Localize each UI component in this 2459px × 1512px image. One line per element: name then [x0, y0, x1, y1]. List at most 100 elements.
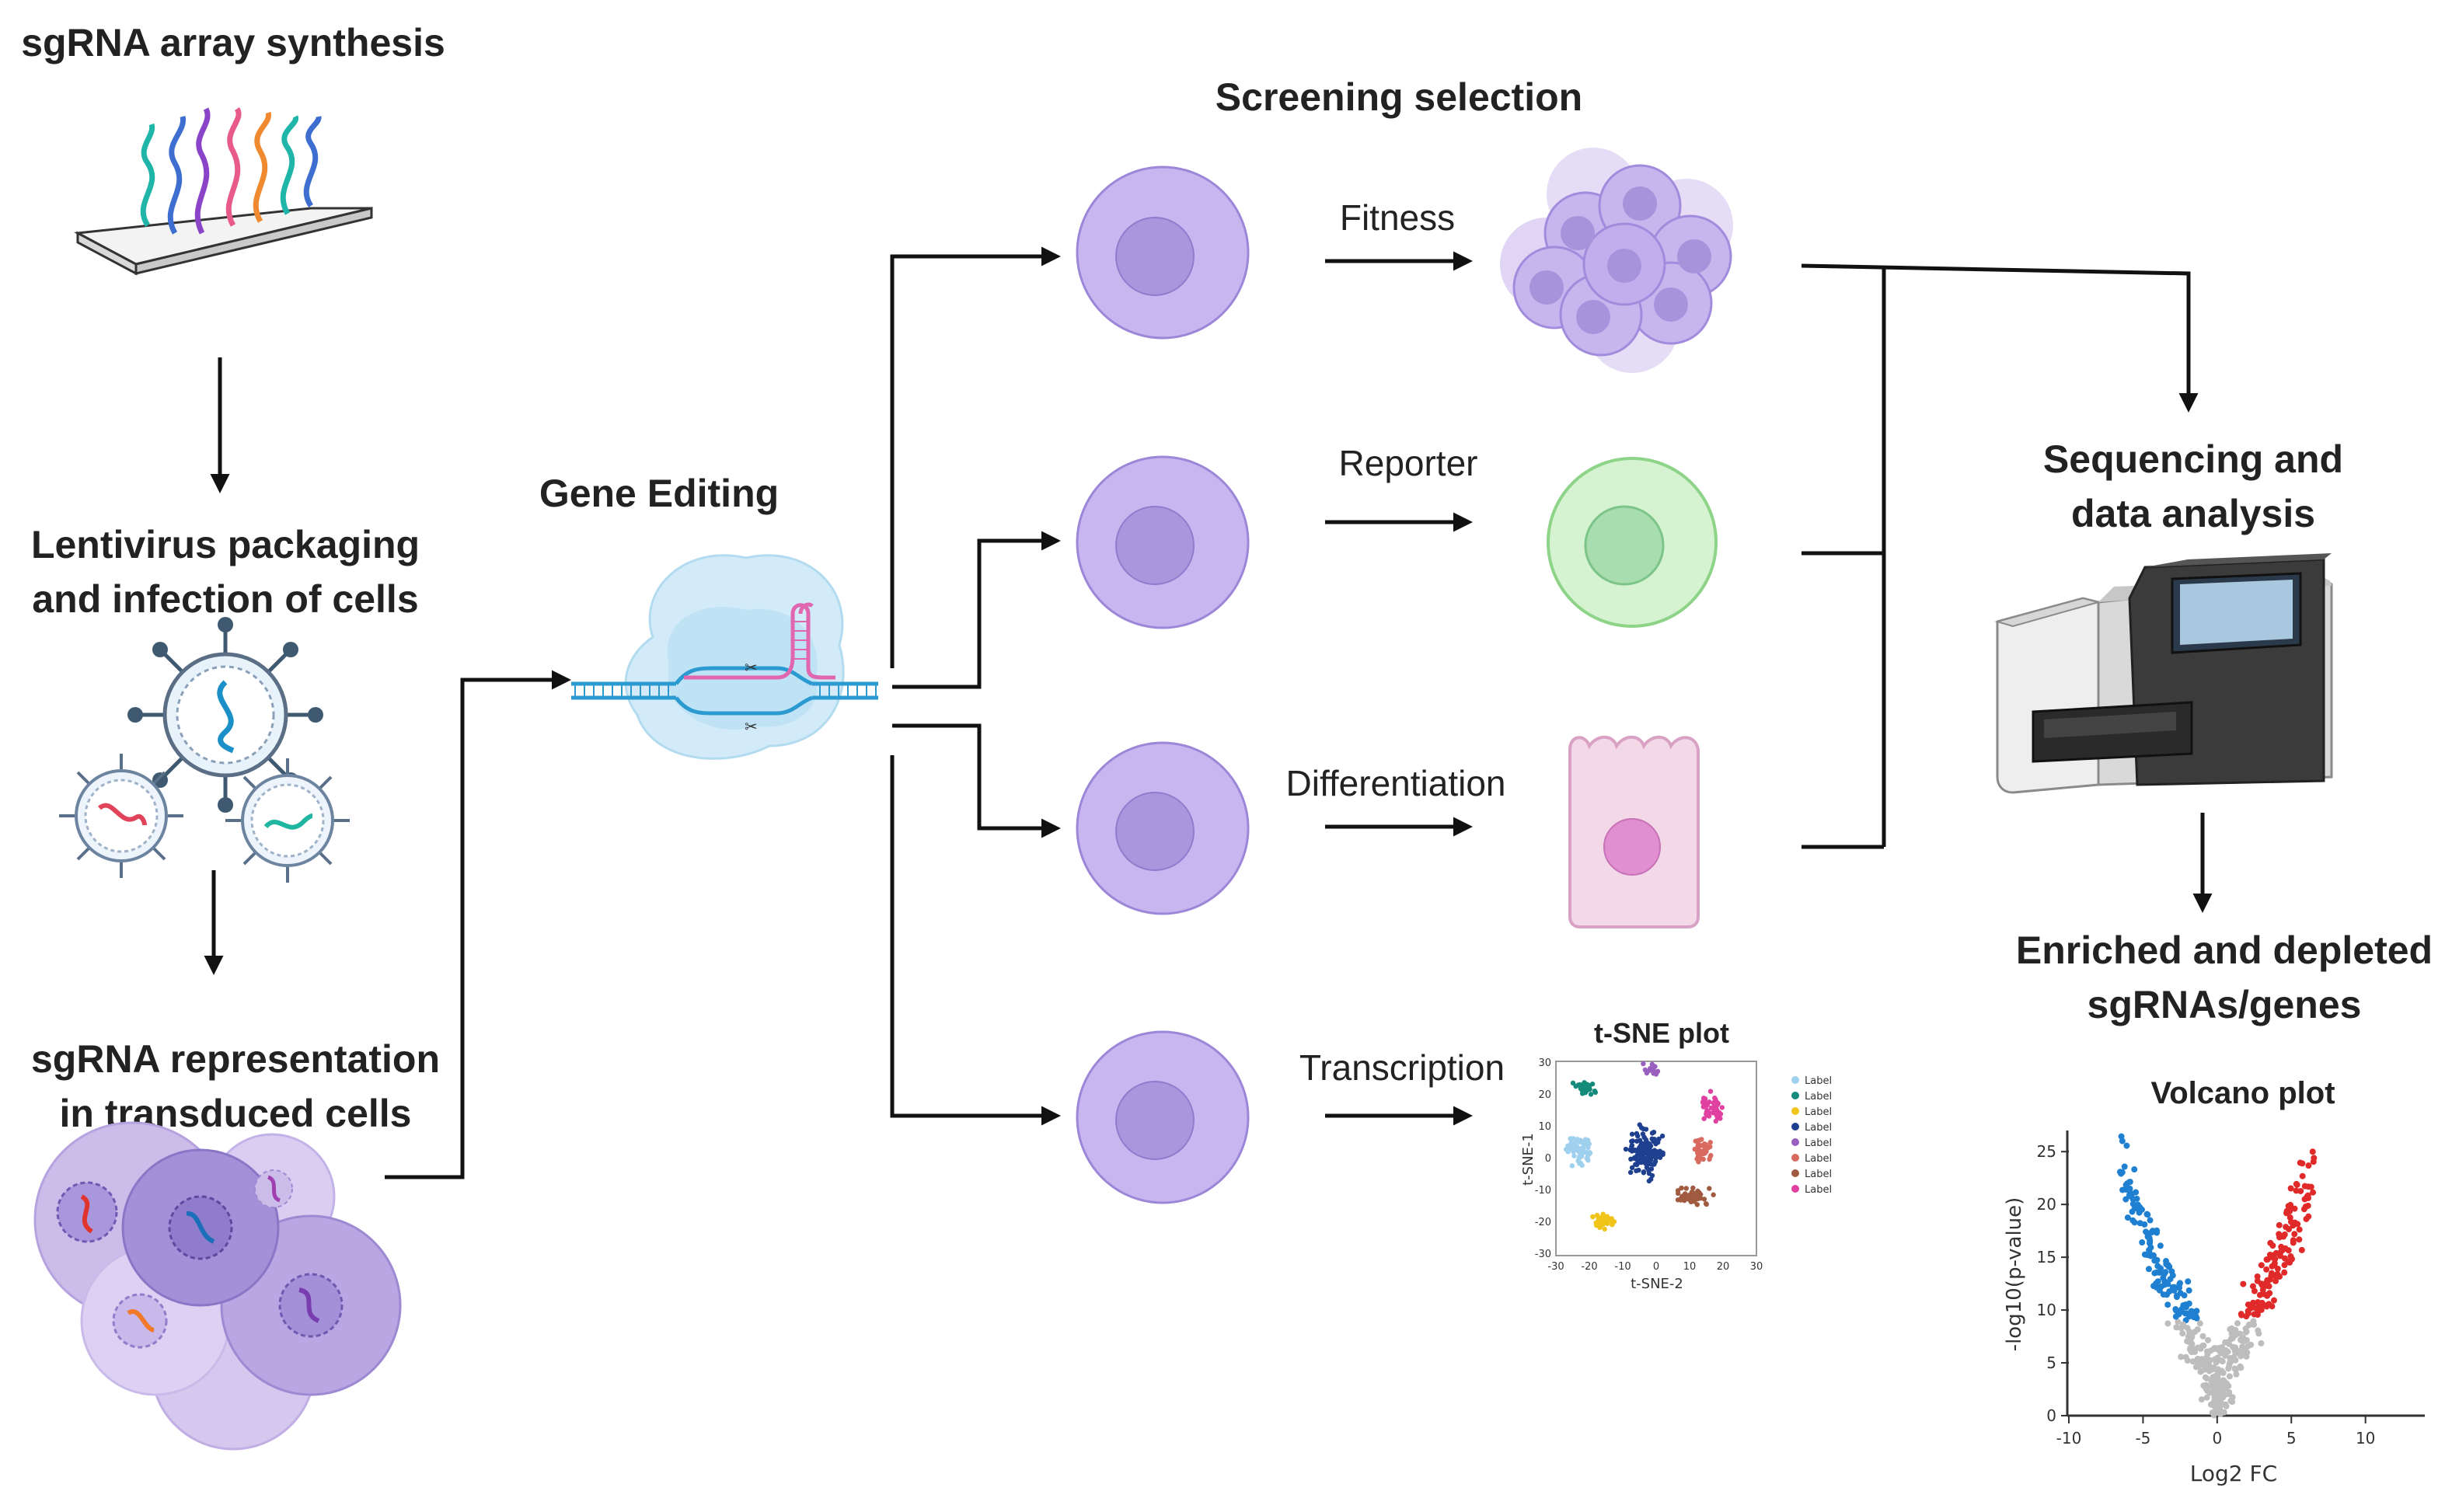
tsne-point [1643, 1127, 1649, 1132]
tsne-point [1629, 1165, 1635, 1171]
tsne-point [1704, 1144, 1710, 1150]
tsne-point [1700, 1099, 1706, 1106]
volcano-x-tick: -10 [2056, 1429, 2082, 1448]
array-synthesis-label: sgRNA array synthesis [21, 21, 445, 64]
tsne-legend-label: Label [1805, 1153, 1832, 1165]
ns-point [2229, 1399, 2236, 1406]
enriched-point [2266, 1290, 2273, 1297]
differentiation-label: Differentiation [1286, 763, 1506, 803]
enriched-point [2291, 1205, 2298, 1212]
ns-point [2178, 1323, 2185, 1330]
depleted-point [2131, 1166, 2138, 1173]
depleted-point [2129, 1196, 2136, 1203]
edited-cell-differentiation [1076, 741, 1250, 915]
tsne-point [1652, 1137, 1658, 1143]
ns-point [2226, 1373, 2233, 1380]
ns-point [2229, 1394, 2236, 1401]
tsne-point [1647, 1150, 1652, 1155]
transduced-cells-icon [33, 1121, 402, 1451]
depleted-point [2139, 1239, 2146, 1246]
ns-point [2225, 1365, 2232, 1372]
volcano-y-tick: 15 [2037, 1248, 2056, 1266]
tsne-point [1678, 1197, 1683, 1203]
depleted-point [2172, 1313, 2179, 1320]
enriched-point [2309, 1148, 2316, 1155]
arrow-representation-to-gene-editing [385, 670, 571, 1179]
tsne-point [1578, 1085, 1584, 1092]
ns-point [2184, 1338, 2191, 1345]
tsne-point [1649, 1061, 1655, 1067]
enriched-point [2269, 1242, 2276, 1249]
tsne-point [1581, 1148, 1586, 1154]
ns-point [2238, 1364, 2244, 1371]
tsne-legend-swatch [1791, 1154, 1799, 1162]
tsne-x-tick: 10 [1683, 1261, 1697, 1273]
enriched-point [2250, 1304, 2257, 1311]
enriched-point [2283, 1224, 2290, 1231]
depleted-point [2134, 1201, 2141, 1208]
tsne-point [1696, 1195, 1701, 1200]
enriched-point [2266, 1276, 2273, 1283]
tsne-point [1699, 1137, 1704, 1142]
tsne-point [1629, 1143, 1635, 1148]
tsne-point [1634, 1138, 1640, 1144]
tsne-point [1571, 1136, 1576, 1141]
cas9-complex-icon: ✂ ✂ [571, 554, 878, 760]
enriched-point [2305, 1213, 2312, 1220]
ns-point [2212, 1385, 2219, 1392]
enriched-point [2281, 1269, 2288, 1276]
ns-point [2239, 1343, 2246, 1350]
ns-point [2233, 1371, 2240, 1378]
tsne-point [1703, 1200, 1709, 1207]
enriched-point [2263, 1303, 2270, 1310]
tsne-point [1648, 1068, 1653, 1073]
tsne-point [1579, 1162, 1585, 1169]
depleted-point [2123, 1142, 2130, 1149]
enriched-point [2272, 1277, 2279, 1284]
enriched-point [2254, 1277, 2261, 1284]
ns-point [2194, 1344, 2201, 1351]
tsne-y-tick: -10 [1535, 1185, 1551, 1197]
ns-point [2220, 1377, 2227, 1384]
tsne-point [1707, 1089, 1714, 1094]
depleted-point [2172, 1307, 2179, 1314]
tsne-point [1585, 1082, 1590, 1087]
tsne-point [1648, 1158, 1653, 1163]
enriched-point [2238, 1312, 2245, 1319]
enriched-point [2254, 1309, 2261, 1316]
enriched-point [2283, 1207, 2290, 1214]
tsne-point [1644, 1070, 1650, 1076]
enriched-point [2304, 1194, 2311, 1201]
arrow-merge-to-sequencing [1801, 263, 2199, 413]
depleted-point [2185, 1278, 2192, 1285]
depleted-point [2124, 1214, 2131, 1221]
lentivirus-particle-icon [127, 617, 323, 813]
tsne-point [1634, 1131, 1640, 1137]
sequencing-label-line1: Sequencing and [2043, 437, 2343, 481]
volcano-y-tick: 5 [2046, 1353, 2056, 1372]
enriched-point [2293, 1187, 2300, 1194]
ns-point [2213, 1402, 2220, 1409]
tsne-points [1563, 1061, 1725, 1232]
tsne-point [1623, 1146, 1629, 1152]
enriched-point [2290, 1239, 2297, 1246]
tsne-point [1679, 1193, 1685, 1199]
enriched-point [2250, 1299, 2257, 1306]
ns-point [2203, 1394, 2210, 1401]
tsne-point [1702, 1096, 1708, 1102]
ns-point [2213, 1392, 2220, 1399]
tsne-point [1692, 1199, 1697, 1204]
ns-point [2217, 1407, 2224, 1414]
depleted-point [2193, 1308, 2200, 1315]
arrow-edit-to-fitness-cell [890, 246, 1061, 668]
reporter-label: Reporter [1339, 443, 1478, 483]
tsne-point [1692, 1146, 1697, 1152]
depleted-point [2144, 1211, 2151, 1218]
depleted-point [2154, 1269, 2161, 1276]
sequencer-machine-icon [1994, 553, 2333, 794]
ns-point [2222, 1401, 2229, 1408]
tsne-point [1701, 1197, 1707, 1202]
depleted-point [2129, 1190, 2136, 1197]
